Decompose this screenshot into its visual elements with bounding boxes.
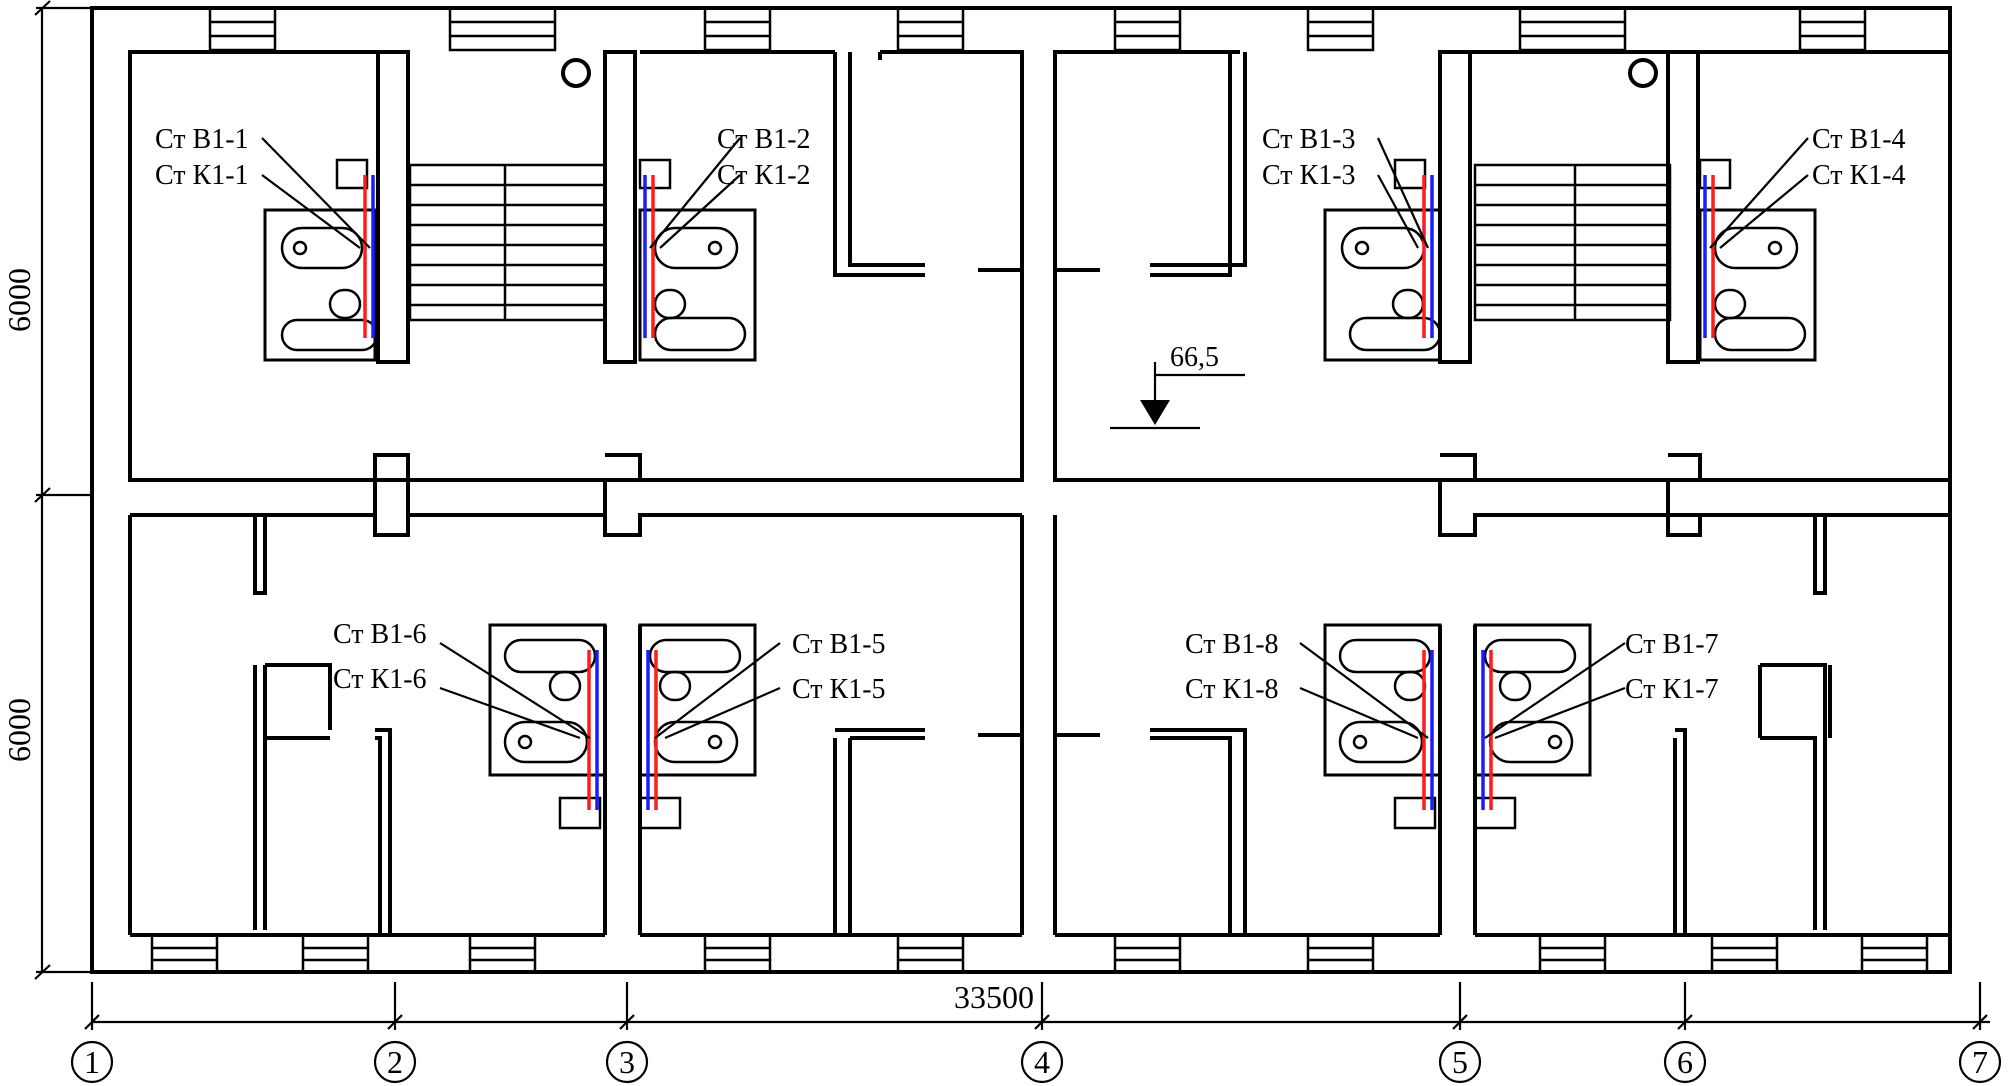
- riser-label-k1-8: Ст К1-8: [1185, 674, 1279, 705]
- dimension-line-bottom: [84, 982, 1990, 1030]
- dimension-lines-left: [34, 0, 92, 980]
- riser-label-v1-1: Ст В1-1: [155, 124, 249, 155]
- axis-bubbles: 1 2 3 4 5 6 7: [70, 1040, 2002, 1084]
- riser-labels: Ст В1-1 Ст К1-1 Ст В1-2 Ст К1-2 Ст В1-3 …: [155, 124, 1906, 705]
- riser-label-v1-6: Ст В1-6: [333, 619, 427, 650]
- dimension-lower-label: 6000: [1, 698, 37, 762]
- axis-label-6: 6: [1677, 1044, 1693, 1080]
- riser-label-v1-4: Ст В1-4: [1812, 124, 1906, 155]
- riser-label-k1-5: Ст К1-5: [792, 674, 886, 705]
- dimension-overall-label: 33500: [954, 979, 1034, 1015]
- axis-label-1: 1: [84, 1044, 100, 1080]
- windows-top: [208, 6, 1867, 52]
- level-mark-value: 66,5: [1170, 342, 1219, 373]
- plumbing-fixtures: [263, 158, 1817, 830]
- riser-label-v1-8: Ст В1-8: [1185, 629, 1279, 660]
- riser-label-k1-1: Ст К1-1: [155, 160, 249, 191]
- staircases: [408, 58, 1672, 322]
- windows-bottom: [150, 933, 1929, 974]
- riser-label-k1-6: Ст К1-6: [333, 664, 427, 695]
- axis-label-7: 7: [1972, 1044, 1988, 1080]
- axis-label-4: 4: [1034, 1044, 1050, 1080]
- riser-label-k1-4: Ст К1-4: [1812, 160, 1906, 191]
- riser-label-k1-3: Ст К1-3: [1262, 160, 1356, 191]
- axis-label-5: 5: [1452, 1044, 1468, 1080]
- riser-leaders: [261, 137, 1809, 740]
- pipe-risers: [363, 175, 1715, 810]
- riser-label-v1-7: Ст В1-7: [1625, 629, 1719, 660]
- partitions: [128, 50, 1952, 937]
- dimension-upper-label: 6000: [1, 268, 37, 332]
- level-mark: 66,5: [1110, 342, 1245, 430]
- axis-label-2: 2: [387, 1044, 403, 1080]
- riser-label-v1-5: Ст В1-5: [792, 629, 886, 660]
- riser-label-v1-2: Ст В1-2: [717, 124, 811, 155]
- riser-label-k1-2: Ст К1-2: [717, 160, 811, 191]
- riser-label-k1-7: Ст К1-7: [1625, 674, 1719, 705]
- riser-label-v1-3: Ст В1-3: [1262, 124, 1356, 155]
- axis-label-3: 3: [619, 1044, 635, 1080]
